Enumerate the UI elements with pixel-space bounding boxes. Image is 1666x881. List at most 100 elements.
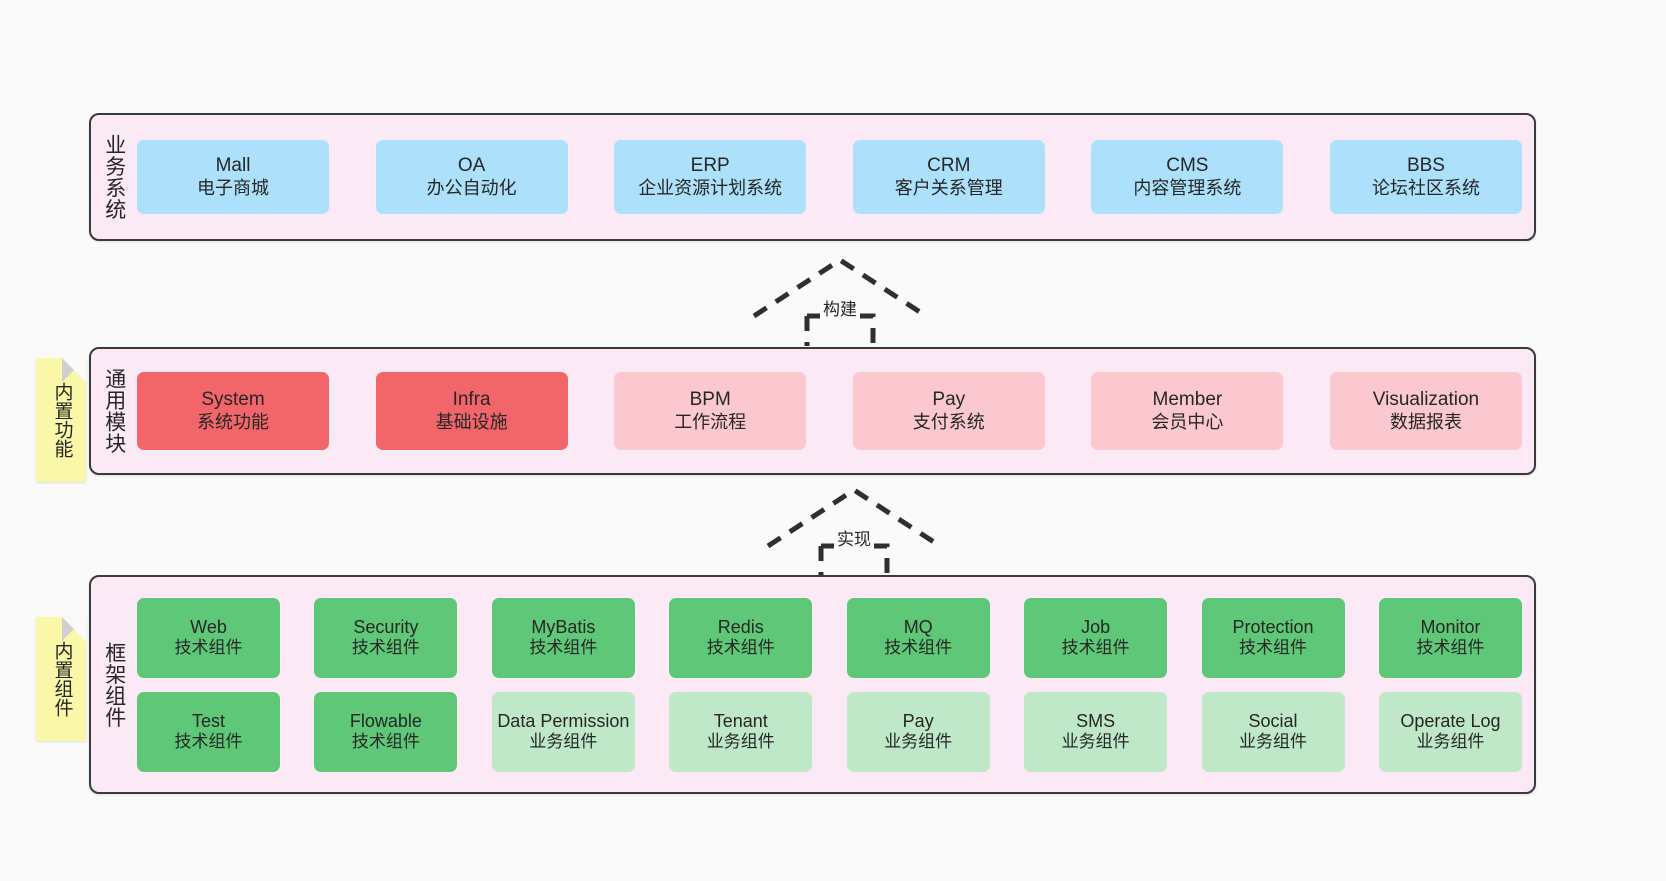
node-subtitle: 基础设施	[435, 411, 508, 432]
node-monitor[interactable]: Monitor 技术组件	[1378, 597, 1522, 678]
node-erp[interactable]: ERP 企业资源计划系统	[614, 140, 807, 214]
node-subtitle: 业务组件	[884, 732, 953, 752]
node-subtitle: 内容管理系统	[1133, 177, 1242, 198]
node-title: SMS	[1076, 710, 1116, 731]
layer-business-systems: 业务系统 Mall 电子商城 OA 办公自动化 ERP 企业资源计划系统 CRM…	[89, 113, 1536, 241]
node-subtitle: 业务组件	[1416, 732, 1485, 752]
node-title: MyBatis	[531, 616, 596, 637]
node-subtitle: 技术组件	[351, 638, 420, 658]
layer-body-framework: Web 技术组件 Security 技术组件 MyBatis 技术组件 Redi…	[137, 577, 1534, 792]
node-mybatis[interactable]: MyBatis 技术组件	[491, 597, 635, 678]
node-tenant[interactable]: Tenant 业务组件	[669, 691, 813, 772]
layer-body-business: Mall 电子商城 OA 办公自动化 ERP 企业资源计划系统 CRM 客户关系…	[137, 115, 1534, 239]
node-subtitle: 电子商城	[197, 177, 269, 198]
node-social[interactable]: Social 业务组件	[1201, 691, 1345, 772]
layer-title-business: 业务系统	[102, 134, 126, 220]
node-subtitle: 技术组件	[174, 638, 243, 658]
node-visualization[interactable]: Visualization 数据报表	[1329, 372, 1522, 450]
node-subtitle: 企业资源计划系统	[638, 177, 783, 198]
node-subtitle: 技术组件	[351, 732, 420, 752]
node-subtitle: 技术组件	[529, 638, 598, 658]
node-subtitle: 技术组件	[1061, 638, 1130, 658]
node-subtitle: 客户关系管理	[894, 177, 1003, 198]
node-redis[interactable]: Redis 技术组件	[669, 597, 813, 678]
node-title: MQ	[903, 616, 933, 637]
node-flowable[interactable]: Flowable 技术组件	[314, 691, 458, 772]
note-text: 内置组件	[51, 641, 73, 717]
node-subtitle: 技术组件	[884, 638, 953, 658]
node-mall[interactable]: Mall 电子商城	[137, 140, 329, 214]
node-bpm[interactable]: BPM 工作流程	[614, 372, 807, 450]
layer-row: System 系统功能 Infra 基础设施 BPM 工作流程 Pay 支付系统…	[137, 372, 1522, 450]
node-pay[interactable]: Pay 支付系统	[852, 372, 1045, 450]
node-sms[interactable]: SMS 业务组件	[1024, 691, 1168, 772]
note-builtin-components: 内置组件	[36, 617, 86, 741]
node-subtitle: 业务组件	[1239, 732, 1308, 752]
layer-body-common: System 系统功能 Infra 基础设施 BPM 工作流程 Pay 支付系统…	[137, 349, 1534, 473]
node-title: Protection	[1232, 616, 1314, 637]
node-title: System	[201, 388, 265, 410]
node-security[interactable]: Security 技术组件	[314, 597, 458, 678]
page-fold-icon	[62, 358, 86, 382]
layer-row: Mall 电子商城 OA 办公自动化 ERP 企业资源计划系统 CRM 客户关系…	[137, 140, 1522, 214]
node-subtitle: 支付系统	[912, 411, 985, 432]
node-title: BBS	[1406, 154, 1445, 176]
node-title: CMS	[1166, 154, 1209, 176]
node-data-permission[interactable]: Data Permission 业务组件	[491, 691, 635, 772]
node-title: Security	[353, 616, 419, 637]
node-operate-log[interactable]: Operate Log 业务组件	[1378, 691, 1522, 772]
connector-build: 构建	[752, 257, 928, 346]
node-subtitle: 系统功能	[197, 411, 269, 432]
node-infra[interactable]: Infra 基础设施	[375, 372, 568, 450]
node-subtitle: 技术组件	[1239, 638, 1308, 658]
node-title: Redis	[717, 616, 764, 637]
dashed-hollow-arrow-up-icon	[752, 257, 928, 346]
connector-label-implement: 实现	[834, 524, 874, 551]
node-subtitle: 业务组件	[706, 732, 775, 752]
layer-common-modules: 通用模块 System 系统功能 Infra 基础设施 BPM 工作流程 Pay…	[89, 347, 1536, 475]
node-title: Data Permission	[497, 710, 630, 731]
node-title: ERP	[690, 154, 730, 176]
node-subtitle: 技术组件	[1416, 638, 1485, 658]
node-title: OA	[457, 154, 486, 176]
node-subtitle: 技术组件	[706, 638, 775, 658]
layer-title-common: 通用模块	[102, 368, 126, 454]
node-test[interactable]: Test 技术组件	[137, 691, 280, 772]
connector-label-build: 构建	[820, 294, 860, 321]
node-title: Tenant	[713, 710, 768, 731]
node-title: Test	[191, 710, 225, 731]
node-subtitle: 数据报表	[1389, 411, 1462, 432]
page-fold-icon	[62, 617, 86, 641]
node-title: BPM	[689, 388, 731, 410]
node-protection[interactable]: Protection 技术组件	[1201, 597, 1345, 678]
node-cms[interactable]: CMS 内容管理系统	[1091, 140, 1284, 214]
dashed-hollow-arrow-up-icon	[766, 487, 942, 576]
node-title: Web	[190, 616, 227, 637]
node-subtitle: 技术组件	[174, 732, 243, 752]
node-title: Pay	[902, 710, 934, 731]
node-oa[interactable]: OA 办公自动化	[375, 140, 568, 214]
node-subtitle: 业务组件	[1061, 732, 1130, 752]
node-title: Pay	[932, 388, 966, 410]
note-builtin-functions: 内置功能	[36, 358, 86, 482]
node-subtitle: 论坛社区系统	[1371, 177, 1480, 198]
node-member[interactable]: Member 会员中心	[1091, 372, 1284, 450]
node-web[interactable]: Web 技术组件	[137, 597, 280, 678]
node-mq[interactable]: MQ 技术组件	[846, 597, 990, 678]
node-crm[interactable]: CRM 客户关系管理	[852, 140, 1045, 214]
layer-title-framework: 框架组件	[102, 641, 126, 728]
node-title: Job	[1081, 616, 1111, 637]
layer-row: Web 技术组件 Security 技术组件 MyBatis 技术组件 Redi…	[137, 597, 1522, 678]
node-title: Monitor	[1420, 616, 1481, 637]
node-system[interactable]: System 系统功能	[137, 372, 329, 450]
node-title: Member	[1152, 388, 1223, 410]
node-title: Mall	[215, 154, 251, 176]
node-job[interactable]: Job 技术组件	[1024, 597, 1168, 678]
node-pay-component[interactable]: Pay 业务组件	[846, 691, 990, 772]
node-title: Flowable	[349, 710, 422, 731]
node-title: CRM	[927, 154, 971, 176]
node-subtitle: 工作流程	[674, 411, 747, 432]
node-title: Visualization	[1372, 388, 1480, 410]
node-bbs[interactable]: BBS 论坛社区系统	[1329, 140, 1522, 214]
